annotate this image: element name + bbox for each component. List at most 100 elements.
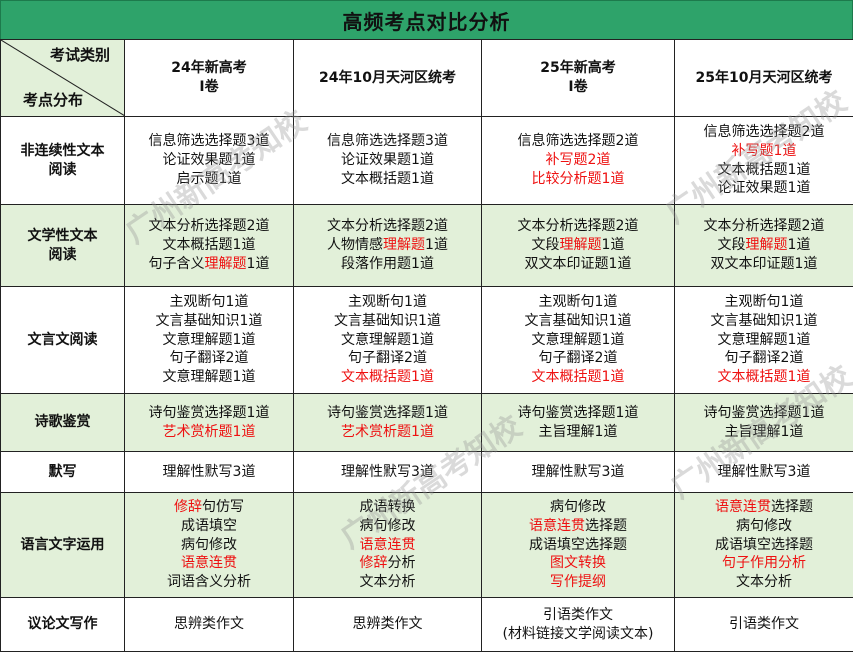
data-cell: 成语转换病句修改语意连贯修辞分析文本分析 — [294, 493, 482, 598]
cell-text: 句子翻译2道 — [725, 350, 804, 366]
data-cell: 引语类作文(材料链接文学阅读文本) — [482, 598, 675, 652]
highlighted-text: 语意连贯 — [715, 499, 771, 515]
cell-line: 信息筛选选择题3道 — [294, 132, 481, 151]
cell-text: 主观断句1道 — [170, 294, 249, 310]
cell-text: 1道 — [425, 237, 448, 253]
row-category-cell: 语言文字运用 — [1, 493, 125, 598]
cell-line: 艺术赏析题1道 — [294, 423, 481, 442]
cell-line: 补写题1道 — [675, 142, 853, 161]
cell-text: 诗句鉴赏选择题1道 — [518, 405, 639, 421]
cell-text: 思辨类作文 — [174, 616, 244, 632]
highlighted-text: 写作提纲 — [550, 574, 606, 590]
data-cell: 理解性默写3道 — [482, 452, 675, 493]
cell-line: 诗句鉴赏选择题1道 — [482, 404, 674, 423]
cell-text: 文意理解题1道 — [163, 332, 256, 348]
table-row: 文言文阅读主观断句1道文言基础知识1道文意理解题1道句子翻译2道文意理解题1道主… — [1, 287, 853, 394]
cell-text: 理解性默写3道 — [341, 464, 434, 480]
data-cell: 引语类作文 — [675, 598, 853, 652]
cell-text: 理解性默写3道 — [532, 464, 625, 480]
cell-line: 文本分析选择题2道 — [675, 217, 853, 236]
highlighted-text: 理解题 — [746, 237, 788, 253]
cell-text: 文意理解题1道 — [341, 332, 434, 348]
cell-text: 选择题 — [585, 518, 627, 534]
cell-text: 文言基础知识1道 — [334, 313, 441, 329]
cell-line: 病句修改 — [125, 536, 293, 555]
data-cell: 信息筛选选择题3道论证效果题1道启示题1道 — [125, 117, 294, 205]
cell-line: 信息筛选选择题3道 — [125, 132, 293, 151]
data-cell: 文本分析选择题2道文本概括题1道句子含义理解题1道 — [125, 205, 294, 287]
cell-line: 人物情感理解题1道 — [294, 236, 481, 255]
cell-text: 人物情感 — [327, 237, 383, 253]
data-cell: 主观断句1道文言基础知识1道文意理解题1道句子翻译2道文意理解题1道 — [125, 287, 294, 394]
cell-line: 写作提纲 — [482, 573, 674, 592]
cell-line: 文本分析选择题2道 — [482, 217, 674, 236]
cell-line: 语意连贯选择题 — [675, 498, 853, 517]
cell-text: 词语含义分析 — [167, 574, 251, 590]
table-row: 议论文写作思辨类作文思辨类作文引语类作文(材料链接文学阅读文本)引语类作文 — [1, 598, 853, 652]
cell-text: 文本分析选择题2道 — [149, 218, 270, 234]
cell-text: 理解性默写3道 — [163, 464, 256, 480]
corner-exam-type-label: 考试类别 — [50, 46, 110, 65]
cell-line: 思辨类作文 — [294, 615, 481, 634]
highlighted-text: 补写题1道 — [732, 143, 797, 159]
cell-line: 引语类作文 — [482, 606, 674, 625]
cell-line: 文意理解题1道 — [125, 331, 293, 350]
data-cell: 主观断句1道文言基础知识1道文意理解题1道句子翻译2道文本概括题1道 — [482, 287, 675, 394]
table-row: 语言文字运用修辞句仿写成语填空病句修改语意连贯词语含义分析成语转换病句修改语意连… — [1, 493, 853, 598]
cell-text: 理解性默写3道 — [718, 464, 811, 480]
cell-line: 主观断句1道 — [482, 293, 674, 312]
cell-line: 句子翻译2道 — [294, 349, 481, 368]
cell-line: 双文本印证题1道 — [675, 255, 853, 274]
cell-text: 病句修改 — [360, 518, 416, 534]
corner-topic-label: 考点分布 — [23, 91, 83, 110]
table-title: 高频考点对比分析 — [0, 0, 853, 40]
column-header-line2: Ⅰ卷 — [125, 78, 293, 97]
cell-text: 文本分析选择题2道 — [327, 218, 448, 234]
data-cell: 思辨类作文 — [294, 598, 482, 652]
data-cell: 语意连贯选择题病句修改成语填空选择题句子作用分析文本分析 — [675, 493, 853, 598]
data-cell: 主观断句1道文言基础知识1道文意理解题1道句子翻译2道文本概括题1道 — [294, 287, 482, 394]
cell-line: 信息筛选选择题2道 — [482, 132, 674, 151]
cell-text: 1道 — [602, 237, 625, 253]
column-header-4: 25年10月天河区统考 — [675, 40, 853, 117]
data-cell: 信息筛选选择题2道补写题1道文本概括题1道论证效果题1道 — [675, 117, 853, 205]
cell-line: 理解性默写3道 — [482, 463, 674, 482]
cell-line: 理解性默写3道 — [294, 463, 481, 482]
cell-line: 论证效果题1道 — [294, 151, 481, 170]
cell-text: 主旨理解1道 — [725, 424, 804, 440]
column-header-line1: 24年10月天河区统考 — [294, 69, 481, 88]
cell-text: 论证效果题1道 — [718, 180, 811, 196]
highlighted-text: 文本概括题1道 — [718, 369, 811, 385]
cell-line: 文言基础知识1道 — [675, 312, 853, 331]
cell-line: 修辞句仿写 — [125, 498, 293, 517]
cell-text: 文意理解题1道 — [718, 332, 811, 348]
cell-text: 双文本印证题1道 — [711, 256, 818, 272]
category-label: 议论文写作 — [1, 615, 124, 634]
cell-line: 理解性默写3道 — [125, 463, 293, 482]
cell-text: 信息筛选选择题2道 — [704, 124, 825, 140]
cell-line: 文意理解题1道 — [482, 331, 674, 350]
column-header-line1: 25年新高考 — [482, 59, 674, 78]
category-label: 诗歌鉴赏 — [1, 413, 124, 432]
highlighted-text: 句子作用分析 — [722, 555, 806, 571]
cell-text: 文言基础知识1道 — [156, 313, 263, 329]
cell-line: 主旨理解1道 — [482, 423, 674, 442]
cell-text: 文本概括题1道 — [163, 237, 256, 253]
data-cell: 思辨类作文 — [125, 598, 294, 652]
data-cell: 病句修改语意连贯选择题成语填空选择题图文转换写作提纲 — [482, 493, 675, 598]
cell-line: 句子含义理解题1道 — [125, 255, 293, 274]
cell-line: 句子翻译2道 — [675, 349, 853, 368]
cell-text: 双文本印证题1道 — [525, 256, 632, 272]
cell-text: 文段 — [718, 237, 746, 253]
cell-text: 分析 — [388, 555, 416, 571]
highlighted-text: 修辞 — [174, 499, 202, 515]
cell-line: 论证效果题1道 — [125, 151, 293, 170]
cell-line: 文段理解题1道 — [482, 236, 674, 255]
column-header-line1: 25年10月天河区统考 — [675, 69, 853, 88]
cell-text: 文意理解题1道 — [532, 332, 625, 348]
cell-text: 引语类作文 — [543, 607, 613, 623]
cell-line: 文本概括题1道 — [482, 368, 674, 387]
highlighted-text: 语意连贯 — [181, 555, 237, 571]
cell-text: 论证效果题1道 — [341, 152, 434, 168]
